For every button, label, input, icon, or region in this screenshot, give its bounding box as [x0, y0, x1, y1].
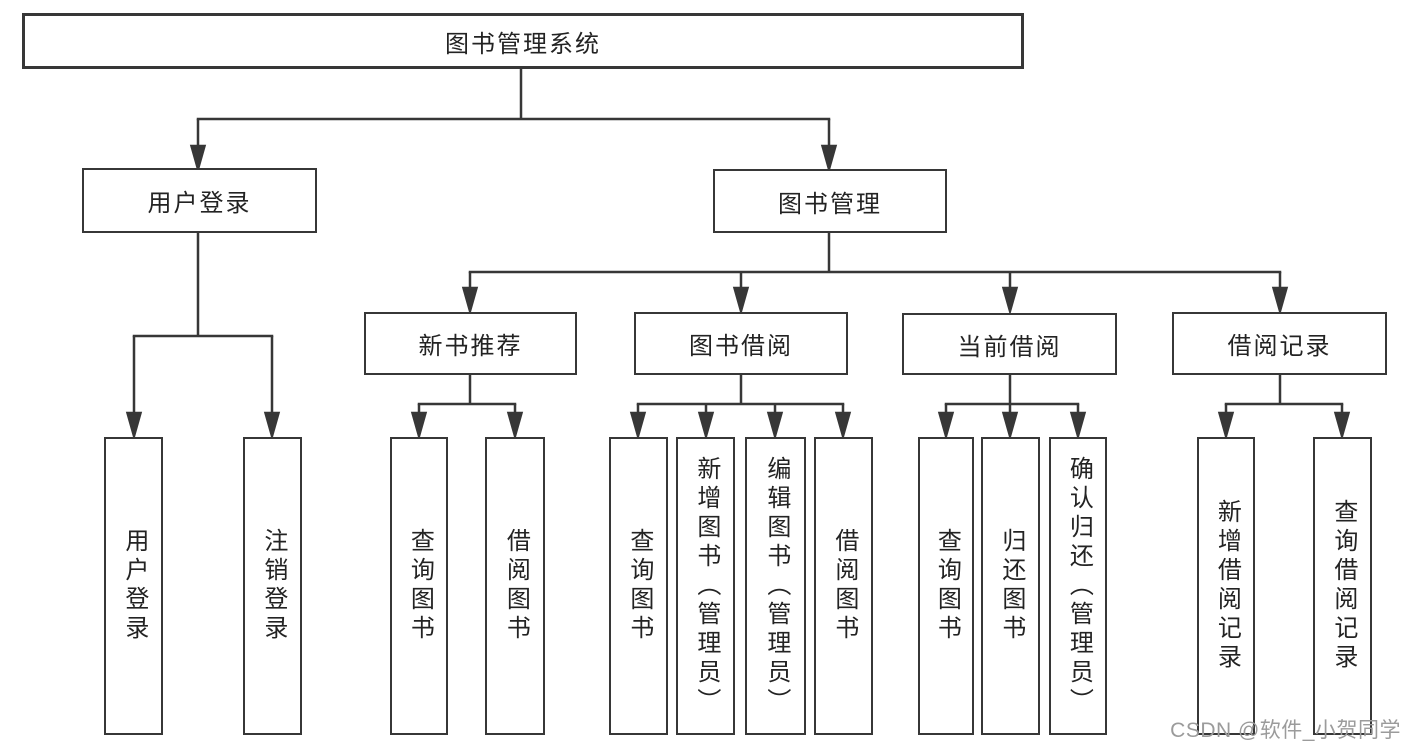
node-user-login-group: 用户登录 — [82, 168, 317, 233]
node-book-borrowing: 图书借阅 — [634, 312, 848, 375]
leaf-add-borrow-record-label: 新增借阅记录 — [1213, 499, 1241, 673]
leaf-add-books-admin-label: 新增图书（管理员） — [692, 455, 720, 717]
leaf-edit-books-admin: 编辑图书（管理员） — [745, 437, 806, 735]
leaf-confirm-return-admin: 确认归还（管理员） — [1049, 437, 1107, 735]
node-borrowing-records: 借阅记录 — [1172, 312, 1387, 375]
connector-book-management — [461, 233, 1289, 316]
leaf-logout: 注销登录 — [243, 437, 302, 735]
leaf-query-books-recommend: 查询图书 — [390, 437, 448, 735]
leaf-query-borrow-record: 查询借阅记录 — [1313, 437, 1372, 735]
connector-new-book-recommend — [410, 375, 524, 441]
leaf-borrow-books-borrowing-label: 借阅图书 — [830, 528, 858, 644]
connector-current-borrowing — [937, 375, 1087, 441]
leaf-user-login: 用户登录 — [104, 437, 163, 735]
leaf-return-books: 归还图书 — [981, 437, 1040, 735]
connector-book-borrowing — [629, 375, 852, 441]
leaf-query-borrow-record-label: 查询借阅记录 — [1329, 499, 1357, 673]
leaf-add-books-admin: 新增图书（管理员） — [676, 437, 735, 735]
leaf-logout-label: 注销登录 — [259, 528, 287, 644]
leaf-query-books-borrowing-label: 查询图书 — [625, 528, 653, 644]
leaf-query-books-current-label: 查询图书 — [933, 528, 961, 644]
connector-root — [189, 69, 838, 174]
leaf-borrow-books-borrowing: 借阅图书 — [814, 437, 873, 735]
leaf-query-books-borrowing: 查询图书 — [609, 437, 668, 735]
node-new-book-recommend: 新书推荐 — [364, 312, 577, 375]
leaf-borrow-books-recommend-label: 借阅图书 — [502, 528, 530, 644]
leaf-edit-books-admin-label: 编辑图书（管理员） — [762, 455, 790, 717]
leaf-return-books-label: 归还图书 — [997, 528, 1025, 644]
node-library-system: 图书管理系统 — [22, 13, 1024, 69]
node-book-management: 图书管理 — [713, 169, 947, 233]
leaf-query-books-current: 查询图书 — [918, 437, 974, 735]
leaf-confirm-return-admin-label: 确认归还（管理员） — [1065, 455, 1093, 717]
leaf-add-borrow-record: 新增借阅记录 — [1197, 437, 1255, 735]
leaf-query-books-recommend-label: 查询图书 — [406, 528, 434, 644]
connector-user-login — [125, 233, 281, 441]
connector-borrowing-records — [1217, 375, 1351, 441]
leaf-user-login-label: 用户登录 — [120, 528, 148, 644]
csdn-watermark: CSDN @软件_小贺同学 — [1170, 719, 1401, 742]
leaf-borrow-books-recommend: 借阅图书 — [485, 437, 545, 735]
node-current-borrowing: 当前借阅 — [902, 313, 1117, 375]
